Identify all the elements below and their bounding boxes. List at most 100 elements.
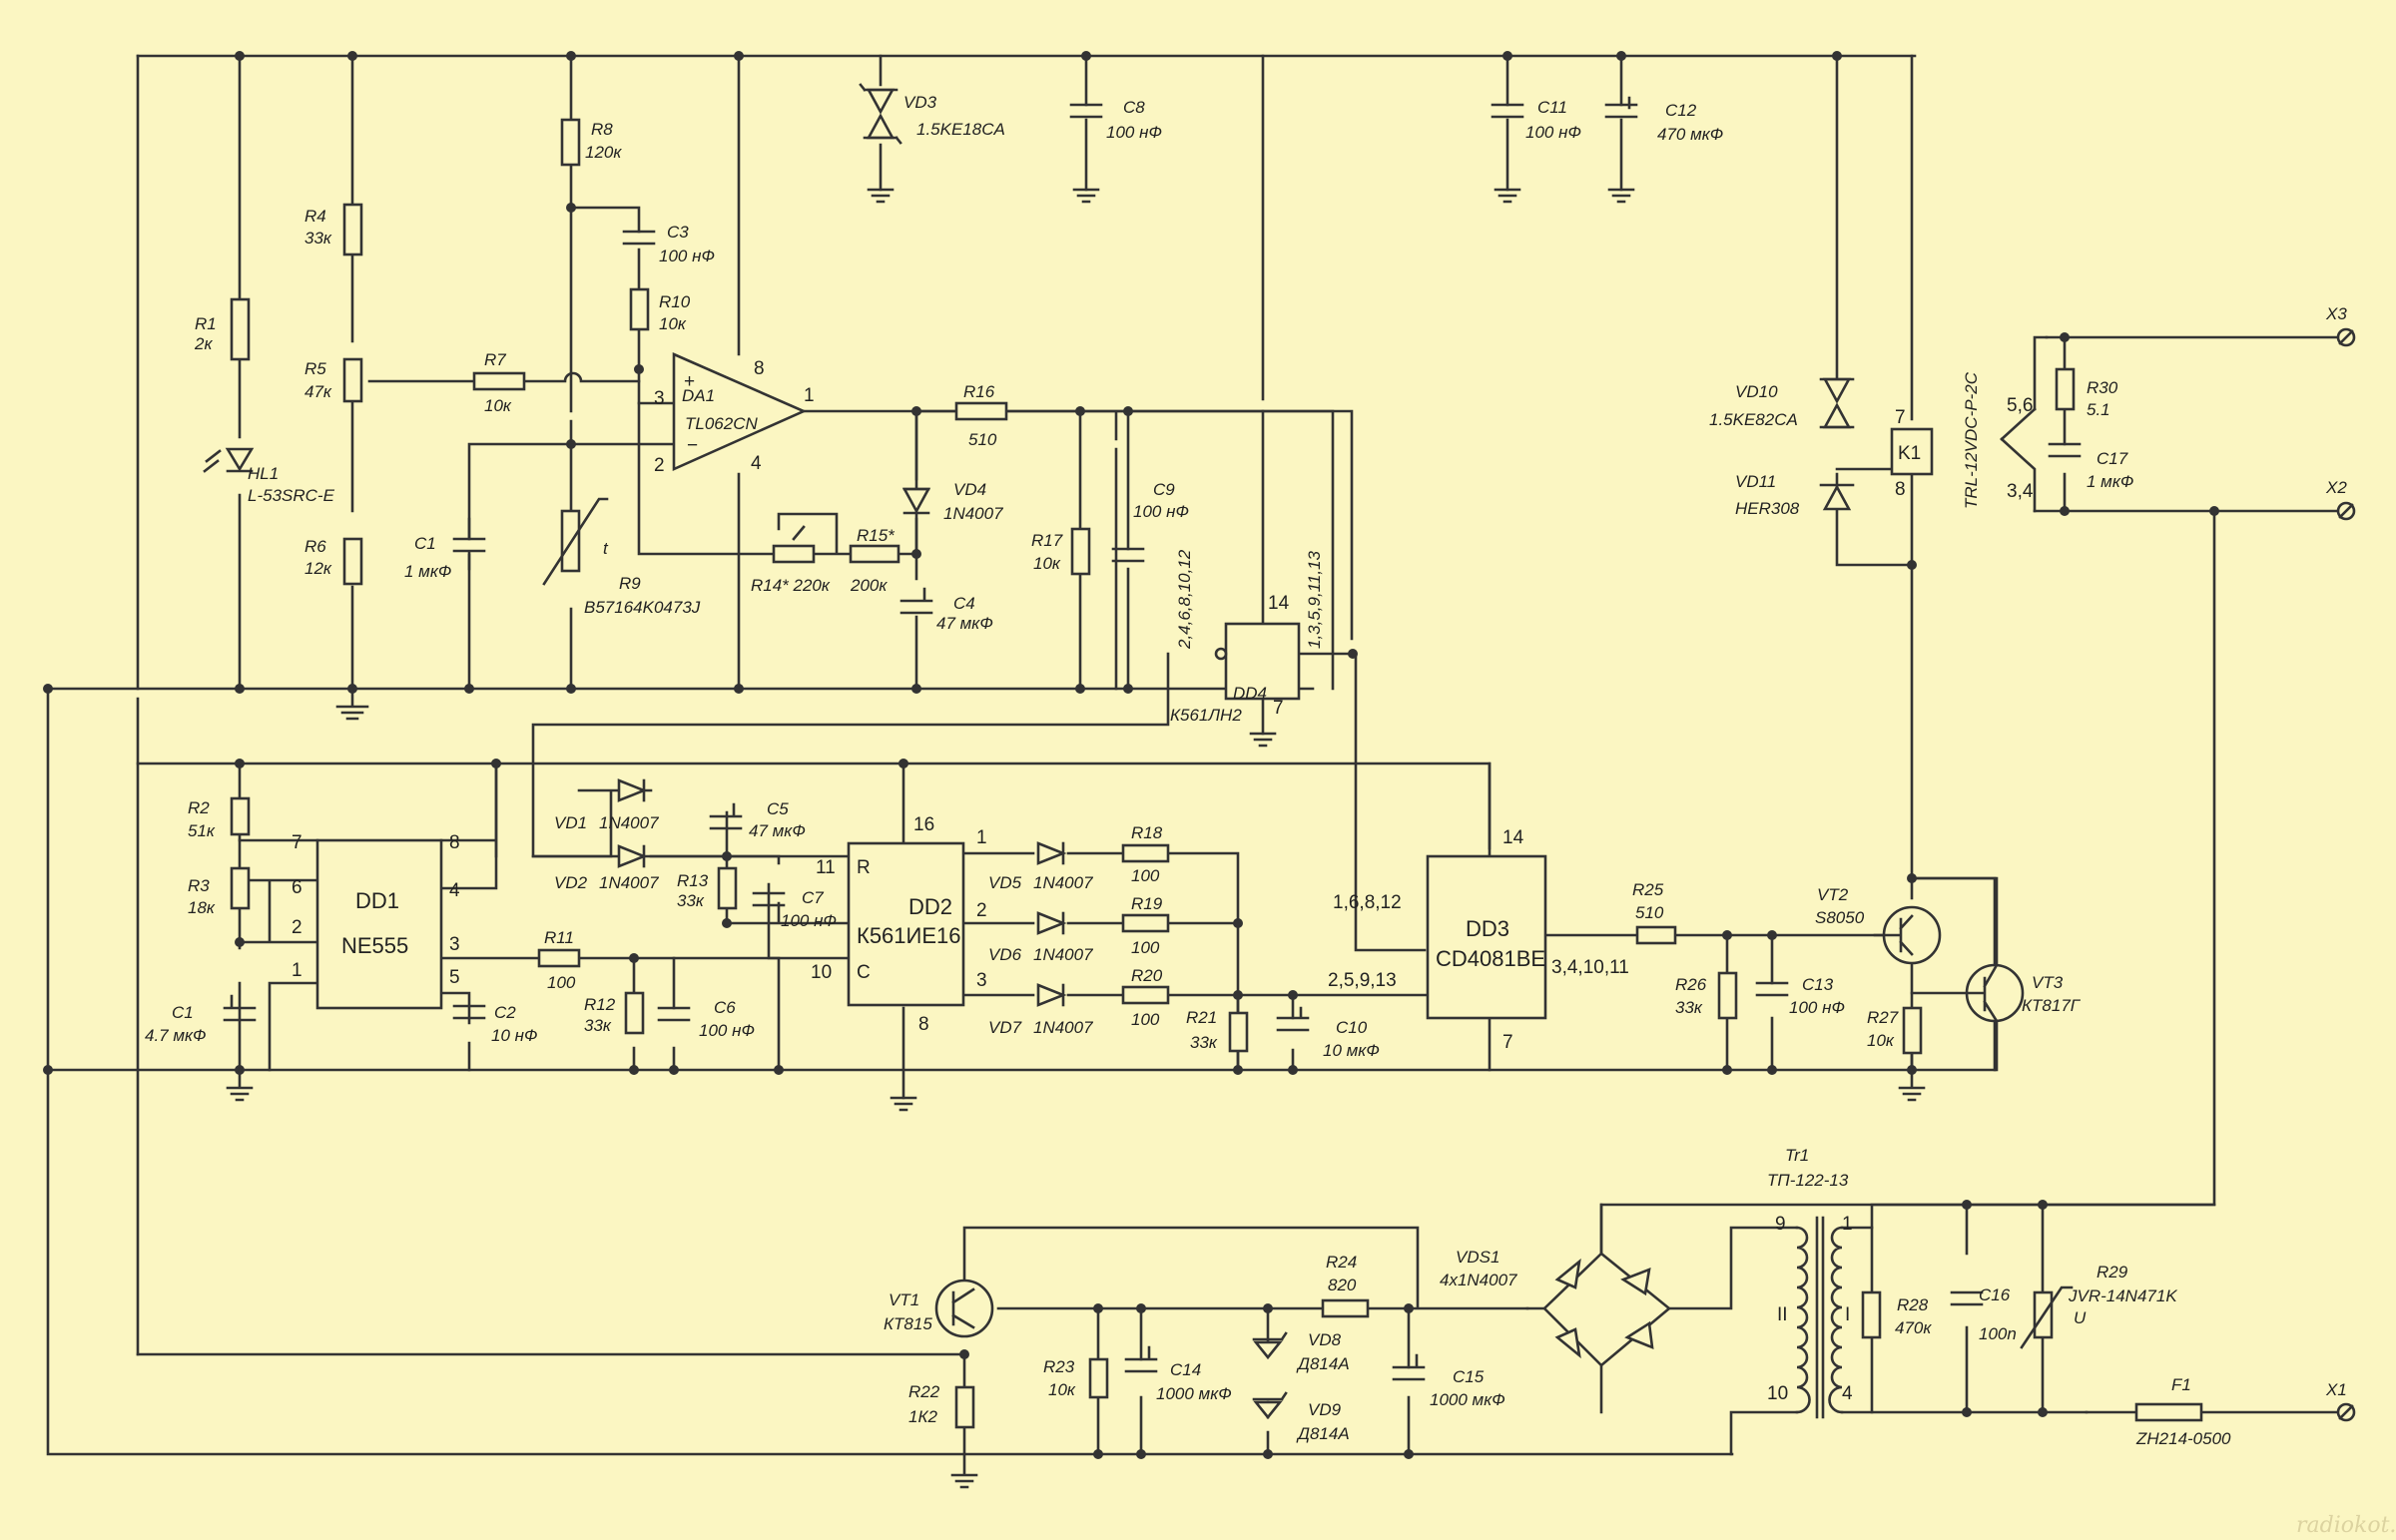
vd6-val: 1N4007 [1033, 945, 1093, 964]
pin-k1-7: 7 [1895, 407, 1906, 428]
c15-ref: C15 [1453, 1367, 1485, 1386]
r23-ref: R23 [1043, 1357, 1075, 1376]
c4-val: 47 мкФ [936, 614, 993, 633]
resistors [230, 118, 2076, 1429]
r11-val: 100 [547, 973, 576, 992]
r5-body [342, 357, 363, 403]
pin-dd1-1: 1 [292, 960, 302, 981]
r16-body [954, 401, 1008, 421]
vd8-ref: VD8 [1308, 1330, 1342, 1349]
r13-ref: R13 [677, 871, 709, 890]
r7-val: 10к [484, 396, 512, 415]
ground-symbols [226, 188, 1926, 1489]
pin-tr-4: 4 [1842, 1383, 1853, 1404]
c10 [1276, 1006, 1310, 1032]
r22-body [954, 1385, 975, 1429]
r7-body [472, 371, 526, 391]
hl1-val: L-53SRC-E [248, 486, 335, 505]
r24-ref: R24 [1326, 1253, 1357, 1272]
r14-ref: R14* 220к [751, 576, 831, 595]
r3-ref: R3 [188, 876, 210, 895]
r18-body [1121, 843, 1170, 863]
r12-val: 33к [584, 1016, 612, 1035]
pin-dd2-10: 10 [811, 962, 832, 983]
r6-val: 12к [304, 559, 332, 578]
r4-ref: R4 [304, 207, 326, 226]
r15-body [849, 544, 900, 564]
dd4-box [1224, 622, 1301, 701]
r18-val: 100 [1131, 866, 1160, 885]
c5 [709, 802, 743, 830]
x2-label: X2 [2325, 478, 2347, 497]
c4-ref: C4 [953, 594, 975, 613]
vd4-val: 1N4007 [943, 504, 1003, 523]
r22-val: 1К2 [908, 1407, 937, 1426]
r21-val: 33к [1190, 1033, 1218, 1052]
r29-slash [2020, 1285, 2074, 1349]
c16 [1950, 1290, 1984, 1306]
labels: R1 2к R4 33к R5 47к R6 12к HL1 L-53SRC-E… [145, 93, 2396, 1538]
vd9-ref: VD9 [1308, 1400, 1342, 1419]
c16-val: 100n [1979, 1324, 2017, 1343]
pin-dd1-5: 5 [449, 967, 460, 988]
vd6-ref: VD6 [988, 945, 1022, 964]
relay-contact [2000, 407, 2037, 441]
vds1-val: 4x1N4007 [1440, 1271, 1517, 1289]
r19-val: 100 [1131, 938, 1160, 957]
r29-ref: R29 [2096, 1263, 2128, 1282]
da1-minus: − [687, 435, 698, 456]
pin-dd1-7: 7 [292, 832, 302, 853]
r10-body [629, 287, 650, 331]
da1-val: TL062CN [685, 414, 758, 433]
r13-val: 33к [677, 891, 705, 910]
r11-ref: R11 [544, 928, 574, 947]
pin-tr-1: 1 [1842, 1214, 1853, 1235]
pin-dd2-8: 8 [918, 1014, 929, 1035]
pin-dd4-7: 7 [1273, 698, 1284, 719]
pin-da1-1: 1 [804, 385, 815, 406]
vt3-val: КТ817Г [2022, 996, 2082, 1015]
c4 [899, 587, 933, 615]
r10-val: 10к [659, 314, 687, 333]
c3-val: 100 нФ [659, 247, 715, 265]
c8-ref: C8 [1123, 98, 1145, 117]
tr-winding-I: I [1845, 1304, 1850, 1325]
pin-sw-34: 3,4 [2007, 481, 2034, 502]
r6-ref: R6 [304, 537, 326, 556]
vd1-val: 1N4007 [599, 813, 659, 832]
vt2-val: S8050 [1815, 908, 1865, 927]
vd5-val: 1N4007 [1033, 873, 1093, 892]
r8-body [560, 118, 581, 167]
pin-dd1-6: 6 [292, 877, 302, 898]
x3-label: X3 [2325, 304, 2347, 323]
vd3-ref: VD3 [903, 93, 937, 112]
pin-dd2-11: 11 [816, 857, 836, 878]
hl1-ref: HL1 [248, 464, 279, 483]
c10-ref: C10 [1336, 1018, 1368, 1037]
pin-dd2-1: 1 [976, 827, 987, 848]
c8-val: 100 нФ [1106, 123, 1162, 142]
c2 [452, 1004, 486, 1020]
r20-ref: R20 [1131, 966, 1163, 985]
r25-val: 510 [1635, 903, 1664, 922]
r9-slash [542, 497, 609, 586]
r16-val: 510 [968, 430, 997, 449]
r28-val: 470к [1895, 1318, 1932, 1337]
r13-body [717, 866, 738, 910]
r29-u: U [2074, 1308, 2087, 1327]
c12-val: 470 мкФ [1657, 125, 1723, 144]
r10-ref: R10 [659, 292, 691, 311]
pin-dd3-7: 7 [1502, 1032, 1513, 1053]
r21-ref: R21 [1186, 1008, 1217, 1027]
pin-dd2-3: 3 [976, 970, 987, 991]
da1-opamp [672, 352, 808, 472]
r23-body [1088, 1357, 1109, 1399]
r17-ref: R17 [1031, 531, 1063, 550]
r28-ref: R28 [1897, 1295, 1929, 1314]
c1b-val: 4.7 мкФ [145, 1026, 207, 1045]
pin-da1-8: 8 [754, 358, 765, 379]
c7 [752, 891, 786, 907]
r7-ref: R7 [484, 350, 506, 369]
vt1 [934, 1279, 994, 1338]
